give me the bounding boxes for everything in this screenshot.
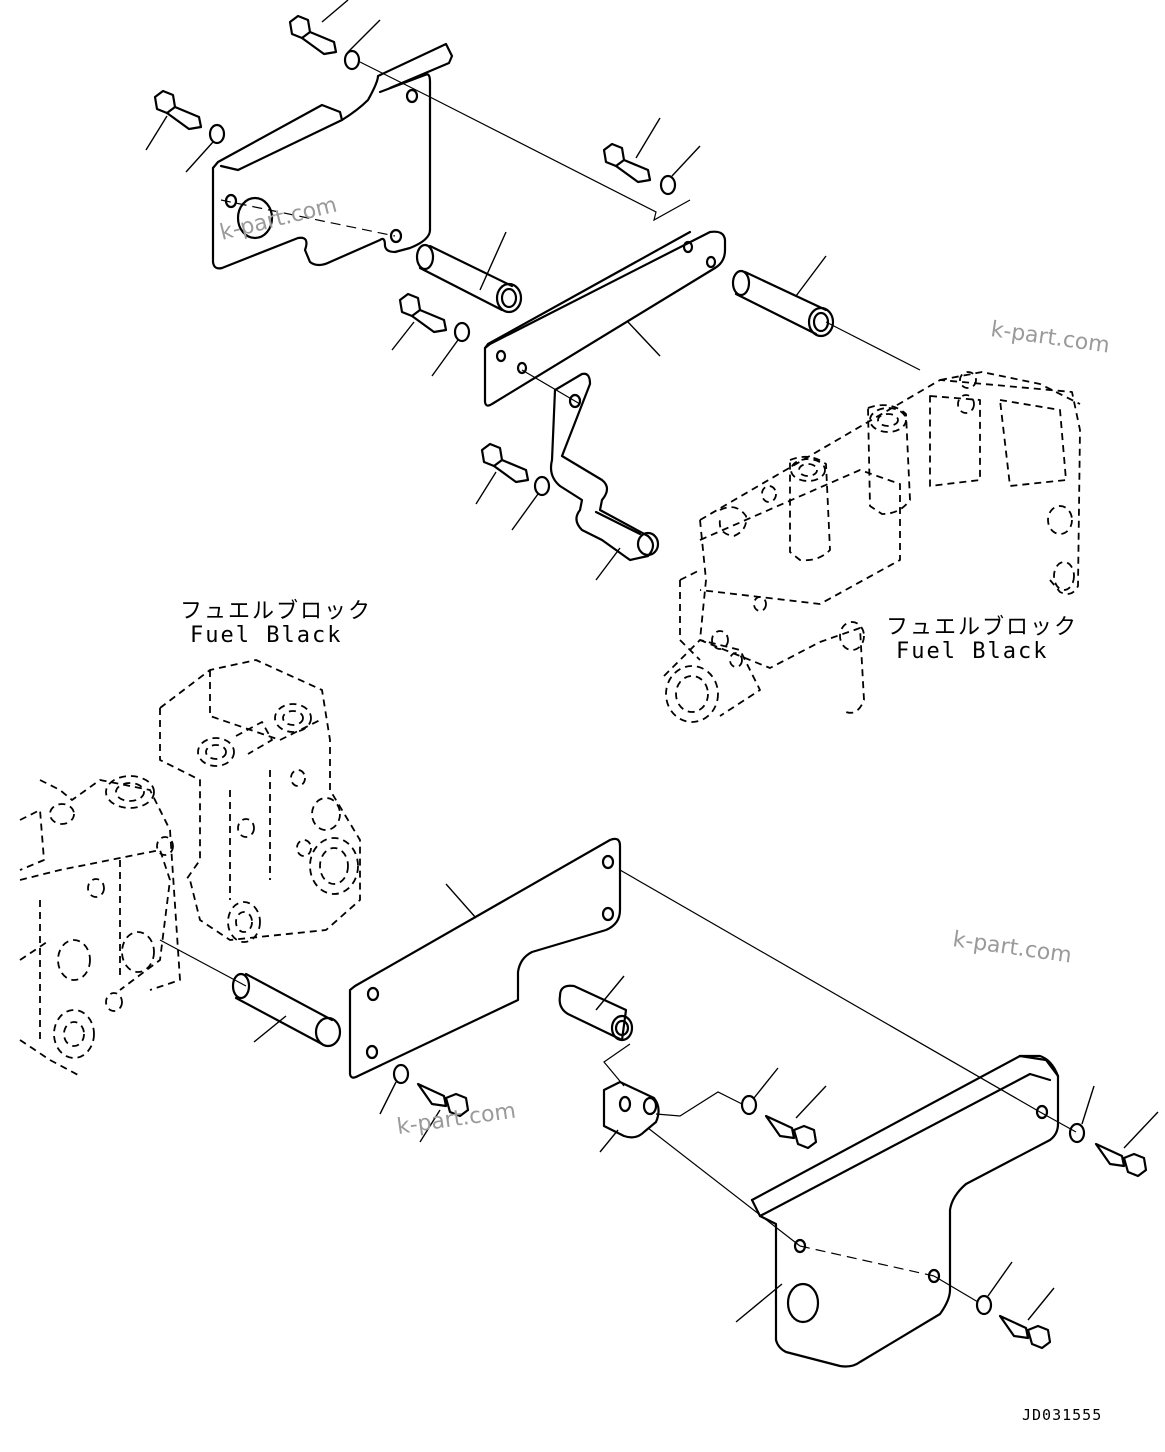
washer [740,1067,779,1116]
z-bracket [549,372,660,581]
bolt [602,117,661,184]
spacer-pipe [558,975,634,1042]
bolt [391,292,448,351]
washer [343,19,381,71]
clip [599,1080,660,1153]
fuel-block-label-en: Fuel Black [190,623,342,648]
bolt [288,0,349,56]
bolt [1094,1111,1159,1178]
fuel-block-upper-right [663,371,1081,723]
fuel-block-label-jp: フュエルブロック [180,599,372,624]
fuel-block-label-jp: フュエルブロック [886,615,1078,640]
washer [511,475,551,531]
washer [379,1063,410,1115]
upper-left-bracket [211,42,454,270]
watermark: k-part.com [395,1099,517,1140]
watermark: k-part.com [989,317,1111,358]
washer [185,123,226,173]
bolt [475,442,530,505]
bolt [998,1287,1055,1350]
spacer-pipe [231,972,342,1048]
washer [975,1261,1013,1316]
washer [431,321,471,377]
lower-right-bracket [735,1054,1060,1368]
upper-long-plate [483,230,727,407]
bolt [764,1085,827,1150]
watermark: k-part.com [951,927,1073,968]
bolt [416,1082,470,1143]
washer [1068,1085,1095,1144]
fuel-block-label-en: Fuel Black [896,639,1048,664]
spacer-pipe [415,231,523,314]
drawing-code: JD031555 [1022,1406,1102,1424]
spacer-pipe [731,255,835,338]
bolt [145,89,203,151]
fuel-block-lower-left [19,659,361,1077]
washer [659,145,701,196]
lower-long-plate [348,837,622,1079]
